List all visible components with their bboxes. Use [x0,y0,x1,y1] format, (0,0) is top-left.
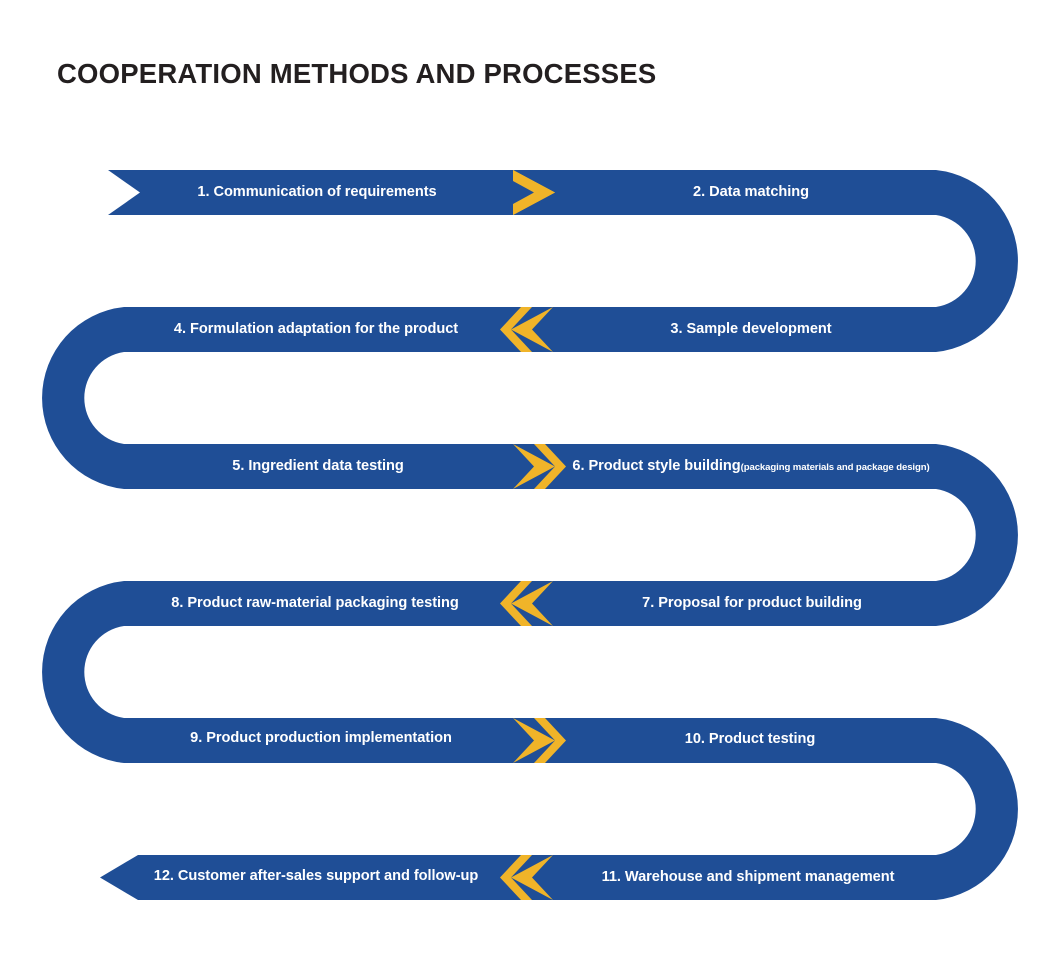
step-text-6: 6. Product style building [572,458,741,474]
step-text-9: 9. Product production implementation [190,730,452,746]
step-text-3: 3. Sample development [670,321,832,337]
step-label-8: 8. Product raw-material packaging testin… [171,595,459,611]
step-text-11: 11. Warehouse and shipment management [601,869,895,885]
step-label-2: 2. Data matching [693,184,809,200]
step-text-8: 8. Product raw-material packaging testin… [171,595,459,611]
u-turn-right-2 [936,444,1018,626]
step-text-10: 10. Product testing [684,731,816,747]
start-notch-icon [108,170,140,215]
chevron-row-2-outer-icon [500,307,532,352]
u-turn-left-1 [42,307,124,489]
direction-chevrons [500,170,566,900]
chevron-row-1-tip-icon [513,170,555,215]
chevron-row-5-icon [513,718,555,763]
chevron-row-4-outer-icon [500,581,532,626]
step-text-4: 4. Formulation adaptation for the produc… [173,321,459,337]
step-label-7: 7. Proposal for product building [642,595,862,611]
band-row-1 [108,170,936,215]
serpentine-band [42,170,1018,900]
u-turn-right-3 [936,718,1018,900]
chevron-row-4-icon [511,581,553,626]
step-text-5: 5. Ingredient data testing [232,458,404,474]
step-label-1: 1. Communication of requirements [197,184,436,200]
chevron-row-3-outer-icon [534,444,566,489]
step-text-12: 12. Customer after-sales support and fol… [153,868,479,884]
step-label-9: 9. Product production implementation [190,730,452,746]
band-row-5 [124,718,936,763]
step-label-10: 10. Product testing [685,731,815,747]
chevron-row-5-outer-icon [534,718,566,763]
step-text-2: 2. Data matching [693,184,809,200]
step-label-12: 12. Customer after-sales support and fol… [154,868,479,884]
step-text-1: 1. Communication of requirements [197,184,437,200]
step-label-4: 4. Formulation adaptation for the produc… [174,321,458,337]
chevron-row-6-outer-icon [500,855,532,900]
u-turn-right-1 [936,170,1018,352]
step-label-3: 3. Sample development [670,321,831,337]
chevron-row-2-icon [511,307,553,352]
u-turn-left-2 [42,581,124,763]
chevron-row-3-icon [513,444,555,489]
chevron-row-6-icon [511,855,553,900]
step-subtext-6: (packaging materials and package design) [740,462,930,473]
step-label-11: 11. Warehouse and shipment management [602,869,895,885]
step-label-6: 6. Product style building(packaging mate… [572,458,929,474]
step-label-5: 5. Ingredient data testing [232,458,403,474]
band-row-3 [124,444,936,489]
step-text-7: 7. Proposal for product building [642,595,862,611]
page-title: COOPERATION METHODS AND PROCESSES [57,58,657,89]
